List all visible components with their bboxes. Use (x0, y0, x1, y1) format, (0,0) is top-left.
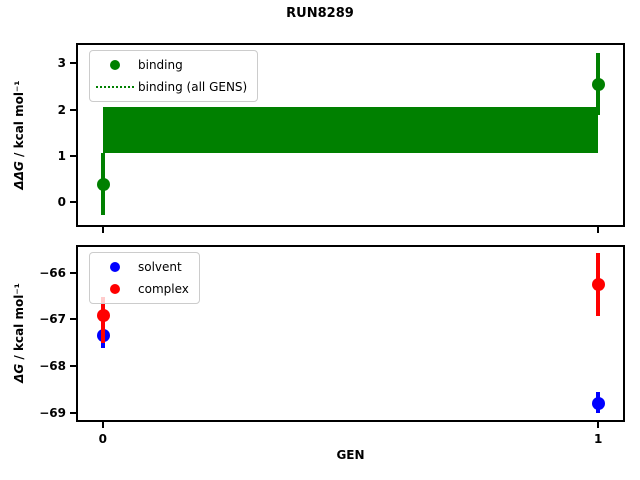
band-ddg (102, 107, 599, 154)
complex-point (592, 278, 606, 292)
y-tick-label: 2 (57, 102, 66, 117)
legend-label: solvent (138, 260, 182, 274)
x-tick (597, 227, 600, 233)
x-tick (597, 422, 600, 428)
legend-circle-marker (92, 262, 138, 272)
x-tick-label: 0 (98, 432, 107, 446)
x-tick-label: 1 (594, 432, 603, 446)
legend-dotted-line-marker (92, 86, 138, 88)
y-tick-label: 3 (57, 56, 66, 71)
legend-item-complex: complex (92, 278, 189, 300)
binding-point (96, 177, 110, 191)
y-tick (70, 108, 76, 111)
binding-point (592, 78, 606, 92)
y-tick-label: −67 (39, 312, 66, 327)
solvent-point (592, 396, 606, 410)
legend-label: binding (all GENS) (138, 80, 248, 94)
y-tick-label: 1 (57, 148, 66, 163)
dg-legend: solvent complex (89, 252, 200, 304)
axes-dg (76, 245, 625, 422)
y-tick-label: −69 (39, 405, 66, 420)
axes-ddg (76, 43, 625, 227)
binding-legend: binding binding (all GENS) (89, 50, 259, 102)
legend-item-binding-all-gens-: binding (all GENS) (92, 76, 247, 98)
legend-circle-marker (92, 284, 138, 294)
circle-icon (110, 262, 120, 272)
figure-title: RUN8289 (286, 6, 354, 21)
y-tick-label: 0 (57, 194, 66, 209)
dg-axis-label: ΔG / kcal mol⁻¹ (12, 233, 32, 433)
y-tick (70, 154, 76, 157)
legend-circle-marker (92, 60, 138, 70)
y-tick-label: −68 (39, 359, 66, 374)
y-tick (70, 318, 76, 321)
legend-label: complex (138, 282, 189, 296)
y-tick-label: −66 (39, 265, 66, 280)
circle-icon (110, 284, 120, 294)
complex-point (96, 308, 110, 322)
y-tick (70, 411, 76, 414)
legend-item-binding: binding (92, 54, 247, 76)
legend-label: binding (138, 58, 183, 72)
x-axis-label: GEN (336, 448, 365, 462)
dotted-line-icon (96, 86, 134, 88)
circle-icon (110, 60, 120, 70)
ddg-axis-label-math: ΔΔG (12, 161, 26, 190)
y-tick (70, 271, 76, 274)
y-tick (70, 365, 76, 368)
x-tick (101, 227, 104, 233)
legend-item-solvent: solvent (92, 256, 189, 278)
x-tick (101, 422, 104, 428)
y-tick (70, 200, 76, 203)
y-tick (70, 62, 76, 65)
